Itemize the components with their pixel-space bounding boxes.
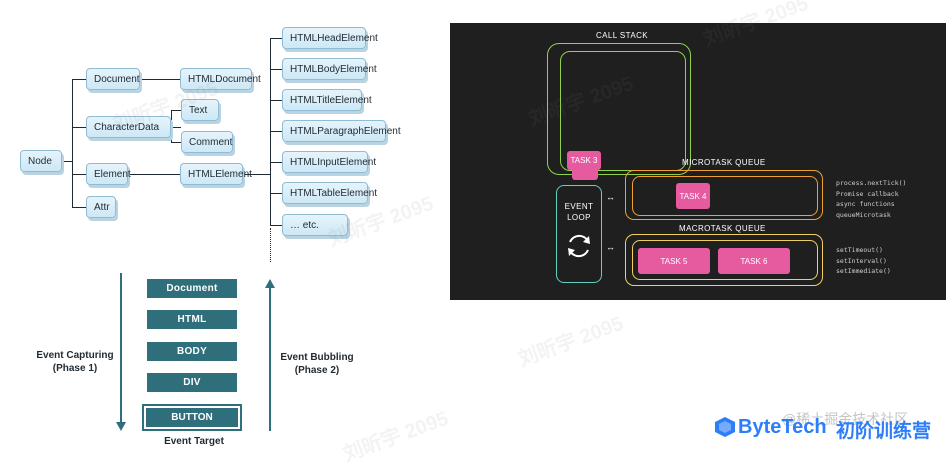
event-level-document: Document <box>147 279 237 298</box>
tree-node-attr: Attr <box>86 196 116 218</box>
micro-arrow-icon: ↔ <box>606 192 616 202</box>
event-level-div: DIV <box>147 373 237 392</box>
microtask-queue-label: MICROTASK QUEUE <box>682 158 766 167</box>
macrotask-queue-inner <box>632 240 818 280</box>
event-capturing-label: Event Capturing (Phase 1) <box>36 350 114 374</box>
event-bubbling-label: Event Bubbling (Phase 2) <box>280 352 354 376</box>
watermark-4: 刘昕宇 2095 <box>515 312 627 372</box>
event-loop-label: EVENT LOOP <box>564 202 594 222</box>
event-target-box: BUTTON <box>142 404 242 431</box>
call-stack-label: CALL STACK <box>596 31 649 40</box>
tree-node-htmltitleelement: HTMLTitleElement <box>282 89 372 111</box>
event-level-body: BODY <box>147 342 237 361</box>
event-target-button: BUTTON <box>146 408 238 427</box>
event-flow-arrows <box>116 273 275 431</box>
task-4: TASK 4 <box>676 183 710 209</box>
bytetech-brand: ByteTech <box>738 416 827 438</box>
tree-node-htmlparagraphelement: HTMLParagraphElement <box>282 120 401 142</box>
tree-node-htmltableelement: HTMLTableElement <box>282 182 377 204</box>
tree-node-htmlheadelement: HTMLHeadElement <box>282 27 378 49</box>
event-loop-panel: CALL STACK TASK 3 EVENT LOOP ↔ ↔ MICROTA… <box>450 23 946 300</box>
tree-node-comment: Comment <box>181 131 233 153</box>
task-3: TASK 3 <box>567 151 601 170</box>
microtask-api-list: process.nextTick() Promise callback asyn… <box>836 179 907 219</box>
bubbling-arrow-head <box>265 279 275 288</box>
call-stack-inner <box>560 51 686 171</box>
macrotask-api-list: setTimeout() setInterval() setImmediate(… <box>836 246 891 275</box>
macrotask-queue-label: MACROTASK QUEUE <box>679 224 766 233</box>
task-5: TASK 5 <box>638 248 710 274</box>
tree-node-node: Node <box>20 150 62 172</box>
tree-node-etc: … etc. <box>282 214 348 236</box>
tree-node-element: Element <box>86 163 131 185</box>
tree-node-htmlinputelement: HTMLInputElement <box>282 151 376 173</box>
call-stack-outer <box>547 43 691 175</box>
tree-node-htmlelement: HTMLElement <box>180 163 252 185</box>
event-loop-box <box>556 185 602 283</box>
task-3-stub <box>572 170 598 180</box>
task-6: TASK 6 <box>718 248 790 274</box>
tree-node-document: Document <box>86 68 140 90</box>
macro-arrow-icon: ↔ <box>606 242 616 252</box>
macrotask-queue-outer <box>625 234 823 286</box>
event-target-label: Event Target <box>164 436 224 447</box>
microtask-queue-inner <box>632 176 818 216</box>
tree-node-characterdata: CharacterData <box>86 116 171 138</box>
tree-node-htmlbodyelement: HTMLBodyElement <box>282 58 377 80</box>
tree-node-text: Text <box>181 99 219 121</box>
microtask-queue-outer <box>625 170 823 220</box>
bytetech-brand-cn: 初阶训练营 <box>836 421 932 442</box>
event-level-html: HTML <box>147 310 237 329</box>
refresh-cycle-icon <box>568 234 590 258</box>
bytetech-logo-icon <box>715 417 735 437</box>
capturing-arrow-head <box>116 422 126 431</box>
juejin-credit: @稀土掘金技术社区 <box>782 411 909 427</box>
tree-node-htmldocument: HTMLDocument <box>180 68 261 90</box>
